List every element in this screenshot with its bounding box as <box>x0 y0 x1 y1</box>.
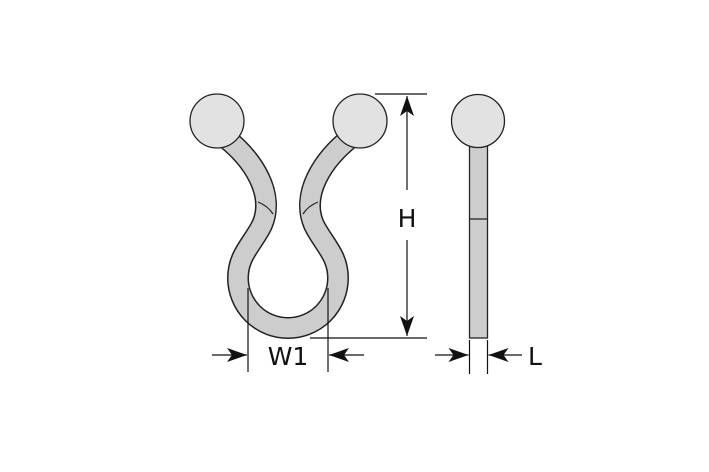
dimension-width: W1 <box>212 288 364 372</box>
dimension-height: H <box>310 93 427 339</box>
hook-front-view <box>189 93 388 339</box>
ball-left <box>189 93 245 149</box>
segment-line-right <box>302 201 319 215</box>
ball-side <box>450 93 506 149</box>
height-label: H <box>398 204 417 233</box>
thickness-label: L <box>528 342 542 371</box>
segment-line-left <box>257 201 274 215</box>
dimension-thickness: L <box>435 340 542 374</box>
ball-right <box>332 93 388 149</box>
hook-side-view <box>450 93 506 339</box>
width-label: W1 <box>268 342 309 371</box>
